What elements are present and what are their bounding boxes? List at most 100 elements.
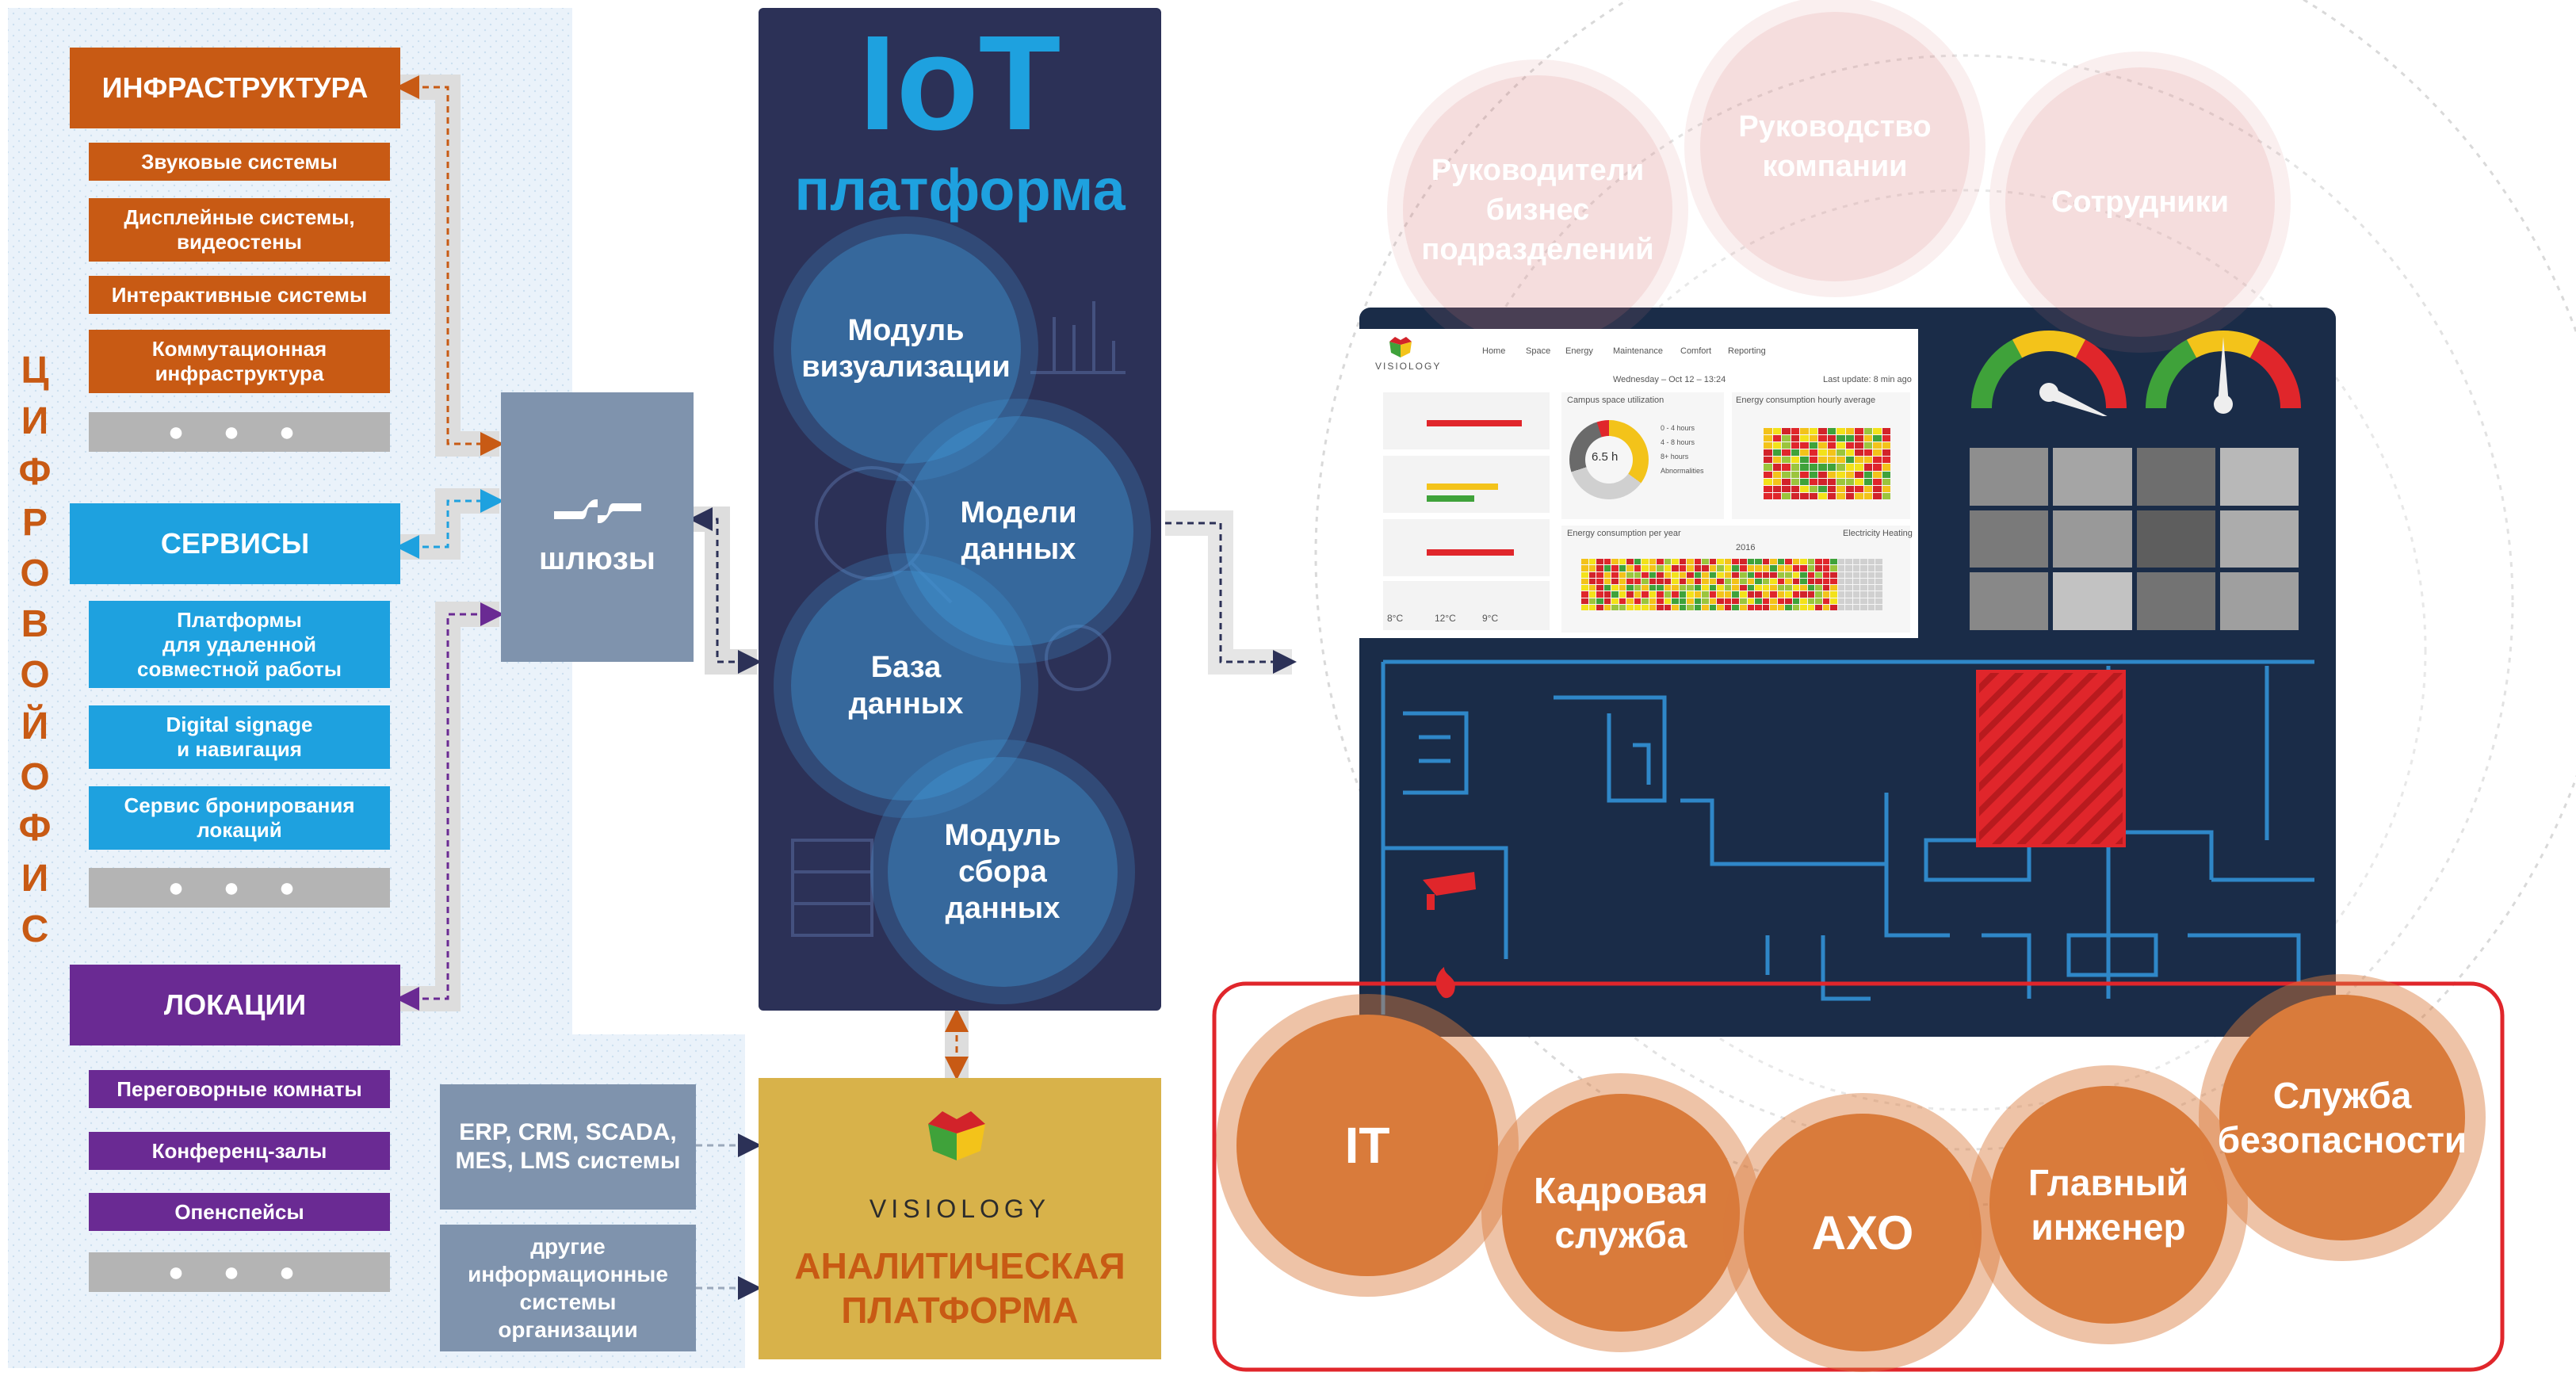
heatmap-cell	[1800, 578, 1807, 584]
heatmap-cell	[1747, 585, 1755, 591]
heatmap-cell	[1657, 591, 1664, 598]
heatmap-cell	[1732, 598, 1740, 604]
dash-nav-comfort[interactable]: Comfort	[1680, 346, 1712, 356]
panel-title: Campus space utilization	[1567, 396, 1664, 405]
heatmap-cell	[1642, 565, 1649, 571]
audience-business-heads[interactable]: Руководители бизнес подразделений	[1403, 75, 1672, 345]
heatmap-cell	[1740, 598, 1747, 604]
infrastructure-title[interactable]: ИНФРАСТРУКТУРА	[70, 48, 400, 128]
infra-item-sound[interactable]: Звуковые системы	[89, 143, 390, 181]
heatmap-cell	[1603, 578, 1611, 584]
heatmap-cell	[1852, 571, 1860, 578]
audience-chief-engineer[interactable]: Главный инженер	[1989, 1086, 2227, 1324]
heatmap-cell	[1867, 565, 1875, 571]
video-tile	[2136, 572, 2215, 630]
heatmap-cell	[1845, 571, 1852, 578]
heatmap-cell	[1800, 559, 1807, 565]
heatmap-cell	[1694, 604, 1702, 610]
heatmap-cell	[1649, 585, 1657, 591]
heatmap-cell	[1596, 578, 1603, 584]
heatmap-cell	[1875, 565, 1882, 571]
heatmap-cell	[1855, 471, 1863, 478]
gateways-box[interactable]: шлюзы	[501, 392, 694, 662]
heatmap-cell	[1852, 578, 1860, 584]
heatmap-cell	[1827, 435, 1836, 442]
heatmap-cell	[1634, 578, 1642, 584]
audience-hr[interactable]: Кадровая служба	[1502, 1094, 1740, 1332]
heatmap-cell	[1800, 449, 1809, 457]
audience-security[interactable]: Служба безопасности	[2218, 995, 2467, 1240]
external-other-systems[interactable]: другие информационные системы организаци…	[440, 1225, 696, 1351]
kpi-card	[1383, 581, 1550, 630]
dashboard-screen: VISIOLOGY Home Space Energy Maintenance …	[1359, 329, 1918, 638]
heatmap-cell	[1791, 435, 1799, 442]
locations-item-conference[interactable]: Конференц-залы	[89, 1132, 390, 1170]
dash-nav-energy[interactable]: Energy	[1565, 346, 1593, 356]
locations-item-meeting[interactable]: Переговорные комнаты	[89, 1070, 390, 1108]
heatmap-cell	[1687, 604, 1694, 610]
external-erp-systems[interactable]: ERP, CRM, SCADA, MES, LMS системы	[440, 1084, 696, 1210]
audience-it[interactable]: IT	[1236, 1015, 1498, 1276]
heatmap-cell	[1782, 464, 1791, 471]
heatmap-cell	[1800, 457, 1809, 464]
heatmap-cell	[1672, 591, 1679, 598]
heatmap-cell	[1818, 464, 1827, 471]
tab-electricity[interactable]: Electricity	[1843, 529, 1881, 538]
heatmap-cell	[1672, 571, 1679, 578]
infra-more[interactable]: ● ● ●	[89, 412, 390, 452]
weather-temp: 9°C	[1482, 613, 1499, 624]
audience-facilities[interactable]: АХО	[1744, 1114, 1982, 1351]
heatmap-cell	[1873, 449, 1882, 457]
dash-nav-maintenance[interactable]: Maintenance	[1613, 346, 1663, 356]
heatmap-cell	[1581, 604, 1588, 610]
services-title[interactable]: СЕРВИСЫ	[70, 503, 400, 584]
heatmap-cell	[1664, 559, 1672, 565]
audience-management[interactable]: Руководство компании	[1700, 12, 1970, 281]
services-item-collab[interactable]: Платформы для удаленной совместной работ…	[89, 601, 390, 688]
heatmap-cell	[1770, 578, 1777, 584]
infra-item-displays[interactable]: Дисплейные системы, видеостены	[89, 198, 390, 262]
heatmap-cell	[1619, 578, 1626, 584]
module-data-collection[interactable]: Модуль сбора данных	[888, 757, 1118, 987]
audience-employees[interactable]: Сотрудники	[2005, 67, 2275, 337]
module-data-models[interactable]: Модели данных	[904, 416, 1133, 646]
heatmap-cell	[1732, 585, 1740, 591]
heatmap-cell	[1873, 492, 1882, 499]
heatmap-cell	[1724, 591, 1732, 598]
heatmap-cell	[1702, 591, 1709, 598]
heatmap-cell	[1764, 428, 1772, 435]
heatmap-cell	[1709, 604, 1717, 610]
heatmap-cell	[1818, 492, 1827, 499]
dash-nav-space[interactable]: Space	[1526, 346, 1551, 356]
heatmap-cell	[1619, 591, 1626, 598]
heatmap-cell	[1791, 471, 1799, 478]
heatmap-cell	[1815, 571, 1822, 578]
heatmap-cell	[1837, 604, 1845, 610]
legend-item: 8+ hours	[1661, 453, 1689, 461]
services-more[interactable]: ● ● ●	[89, 868, 390, 908]
infra-item-interactive[interactable]: Интерактивные системы	[89, 276, 390, 314]
locations-title[interactable]: ЛОКАЦИИ	[70, 965, 400, 1045]
heatmap-cell	[1815, 559, 1822, 565]
heatmap-cell	[1818, 478, 1827, 485]
services-item-booking[interactable]: Сервис бронирования локаций	[89, 786, 390, 850]
locations-more[interactable]: ● ● ●	[89, 1252, 390, 1292]
locations-item-openspace[interactable]: Опенспейсы	[89, 1193, 390, 1231]
heatmap-cell	[1845, 478, 1854, 485]
dash-nav-home[interactable]: Home	[1482, 346, 1506, 356]
services-item-signage[interactable]: Digital signage и навигация	[89, 705, 390, 769]
analytics-title[interactable]: АНАЛИТИЧЕСКАЯ ПЛАТФОРМА	[794, 1245, 1126, 1331]
heatmap-cell	[1785, 604, 1792, 610]
heatmap-cell	[1855, 435, 1863, 442]
dash-nav-reporting[interactable]: Reporting	[1728, 346, 1766, 356]
heatmap-cell	[1782, 485, 1791, 492]
heatmap-cell	[1818, 442, 1827, 449]
video-tile	[2053, 510, 2132, 568]
heatmap-cell	[1649, 571, 1657, 578]
heatmap-cell	[1782, 471, 1791, 478]
heatmap-cell	[1800, 435, 1809, 442]
tab-heating[interactable]: Heating	[1882, 529, 1913, 538]
heatmap-cell	[1687, 585, 1694, 591]
infra-item-switching[interactable]: Коммутационная инфраструктура	[89, 330, 390, 393]
heatmap-cell	[1755, 591, 1762, 598]
